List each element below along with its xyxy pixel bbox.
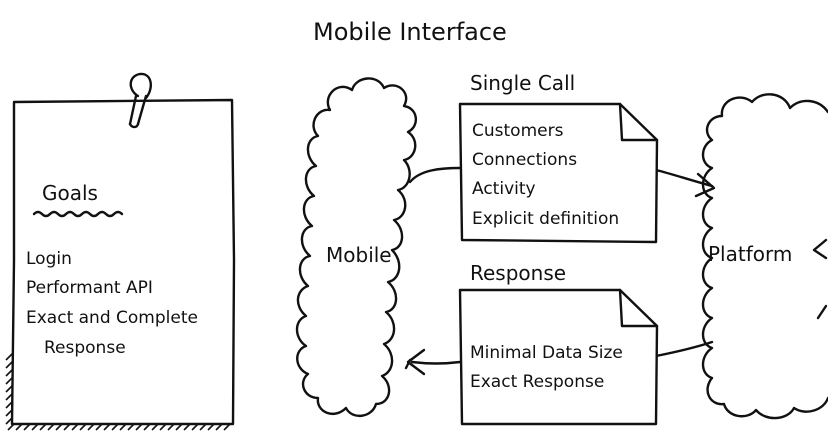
response-item: Minimal Data Size xyxy=(470,343,623,363)
note-paper xyxy=(10,98,236,426)
mobile-label: Mobile xyxy=(326,243,392,267)
platform-label: Platform xyxy=(708,242,792,266)
pushpin-icon xyxy=(128,72,152,129)
arrowhead-icon xyxy=(404,358,412,370)
single-call-label: Single Call xyxy=(470,71,575,95)
platform-cloud: Platform xyxy=(701,93,828,420)
goal-item: Response xyxy=(44,338,126,358)
goal-item: Performant API xyxy=(26,278,153,298)
request-item: Customers xyxy=(472,121,564,141)
request-arrow xyxy=(654,168,714,188)
request-item: Connections xyxy=(472,150,577,170)
response-arrow xyxy=(654,340,714,358)
response-document: Response Minimal Data Size Exact Respons… xyxy=(458,261,659,426)
goals-heading: Goals xyxy=(42,181,98,205)
goal-item: Login xyxy=(26,249,72,269)
single-call-document: Single Call Customers Connections Activi… xyxy=(458,71,659,244)
request-item: Activity xyxy=(472,179,536,199)
mobile-cloud: Mobile xyxy=(295,77,417,417)
platform-arrow-icon xyxy=(816,304,828,320)
response-label: Response xyxy=(470,261,566,285)
request-arrow xyxy=(408,166,462,184)
connectors xyxy=(404,166,716,376)
goals-note: Goals Login Performant API Exact and Com… xyxy=(5,72,236,431)
platform-arrow-icon xyxy=(812,238,828,260)
goals-underline xyxy=(32,210,124,218)
response-item: Exact Response xyxy=(470,372,604,392)
request-item: Explicit definition xyxy=(472,209,619,229)
arrowhead-icon xyxy=(694,172,716,198)
diagram-title: Mobile Interface xyxy=(313,18,507,46)
response-arrow xyxy=(410,360,462,365)
goal-item: Exact and Complete xyxy=(26,308,198,328)
